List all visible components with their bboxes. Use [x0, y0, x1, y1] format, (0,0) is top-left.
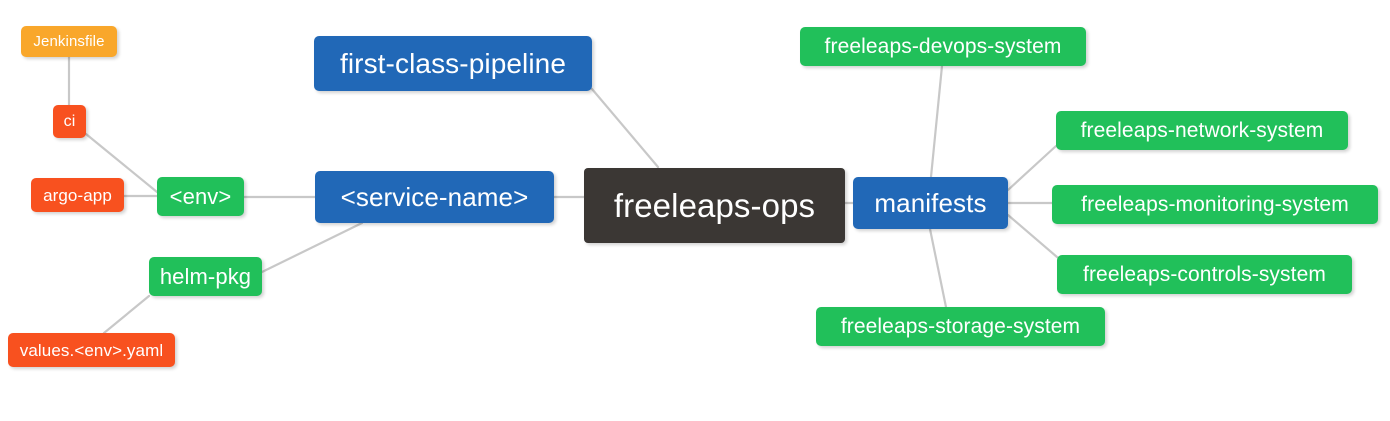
- mindmap-node-service-name[interactable]: <service-name>: [315, 171, 554, 223]
- mindmap-node-helm-pkg[interactable]: helm-pkg: [149, 257, 262, 296]
- mindmap-node-values-env-yaml[interactable]: values.<env>.yaml: [8, 333, 175, 367]
- mindmap-edge: [260, 221, 364, 274]
- mindmap-edge: [1006, 213, 1059, 259]
- mindmap-node-jenkinsfile[interactable]: Jenkinsfile: [21, 26, 117, 57]
- mindmap-node-argo-app[interactable]: argo-app: [31, 178, 124, 212]
- mindmap-node-freeleaps-ops[interactable]: freeleaps-ops: [584, 168, 845, 243]
- mindmap-edge: [929, 64, 944, 179]
- mindmap-node-freeleaps-devops-system[interactable]: freeleaps-devops-system: [800, 27, 1086, 66]
- mindmap-node-freeleaps-network-system[interactable]: freeleaps-network-system: [1056, 111, 1348, 150]
- mindmap-node-freeleaps-storage-system[interactable]: freeleaps-storage-system: [816, 307, 1105, 346]
- mindmap-node-env[interactable]: <env>: [157, 177, 244, 216]
- mindmap-edge: [928, 227, 948, 309]
- mindmap-node-freeleaps-controls-system[interactable]: freeleaps-controls-system: [1057, 255, 1352, 294]
- mindmap-edge: [590, 87, 660, 169]
- mindmap-node-first-class-pipeline[interactable]: first-class-pipeline: [314, 36, 592, 91]
- mindmap-edge: [1006, 144, 1058, 192]
- mindmap-edge: [102, 294, 151, 335]
- mindmap-node-manifests[interactable]: manifests: [853, 177, 1008, 229]
- mindmap-node-ci[interactable]: ci: [53, 105, 86, 138]
- mindmap-node-freeleaps-monitoring-system[interactable]: freeleaps-monitoring-system: [1052, 185, 1378, 224]
